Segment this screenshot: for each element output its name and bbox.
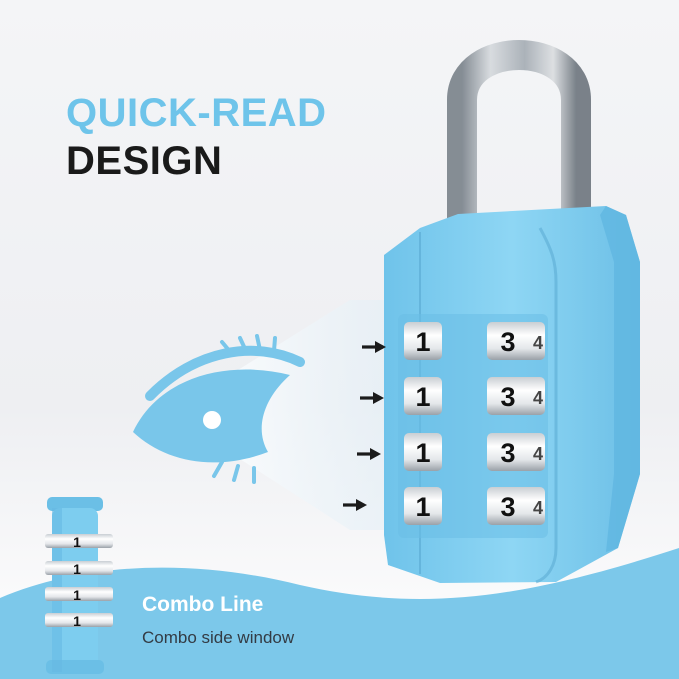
dial-row[interactable]: 1 3 4 [404,377,545,415]
caption-subtitle: Combo side window [142,628,295,647]
dial-digit-partial: 4 [533,388,543,408]
dial-row[interactable]: 1 3 4 [404,433,545,471]
side-dial-row: 1 [45,561,113,577]
dial-digit-partial: 4 [533,498,543,518]
dial-digit-left: 1 [415,382,430,412]
dial-digit-left: 1 [415,492,430,522]
dial-digit-right: 3 [500,382,515,412]
dial-digit-right: 3 [500,492,515,522]
eye-icon [133,334,305,484]
svg-text:1: 1 [73,613,81,629]
dial-row[interactable]: 1 3 4 [404,322,545,360]
caption-title: Combo Line [142,593,264,616]
svg-text:1: 1 [73,587,81,603]
dial-digit-left: 1 [415,438,430,468]
headline-design: DESIGN [66,139,223,183]
side-view-lock [46,497,104,674]
side-dial-row: 1 [45,587,113,603]
dial-digit-left: 1 [415,327,430,357]
dial-digit-partial: 4 [533,444,543,464]
headline-quick-read: QUICK-READ [66,91,327,135]
dial-digit-right: 3 [500,438,515,468]
dial-row[interactable]: 1 3 4 [404,487,545,525]
dial-digit-right: 3 [500,327,515,357]
dial-digit-partial: 4 [533,333,543,353]
svg-text:1: 1 [73,534,81,550]
lock-shackle [447,40,591,240]
side-dial-row: 1 [45,613,113,629]
svg-text:1: 1 [73,561,81,577]
bottom-wave [0,548,679,679]
sight-beam [198,300,392,530]
side-dial-row: 1 [45,534,113,550]
